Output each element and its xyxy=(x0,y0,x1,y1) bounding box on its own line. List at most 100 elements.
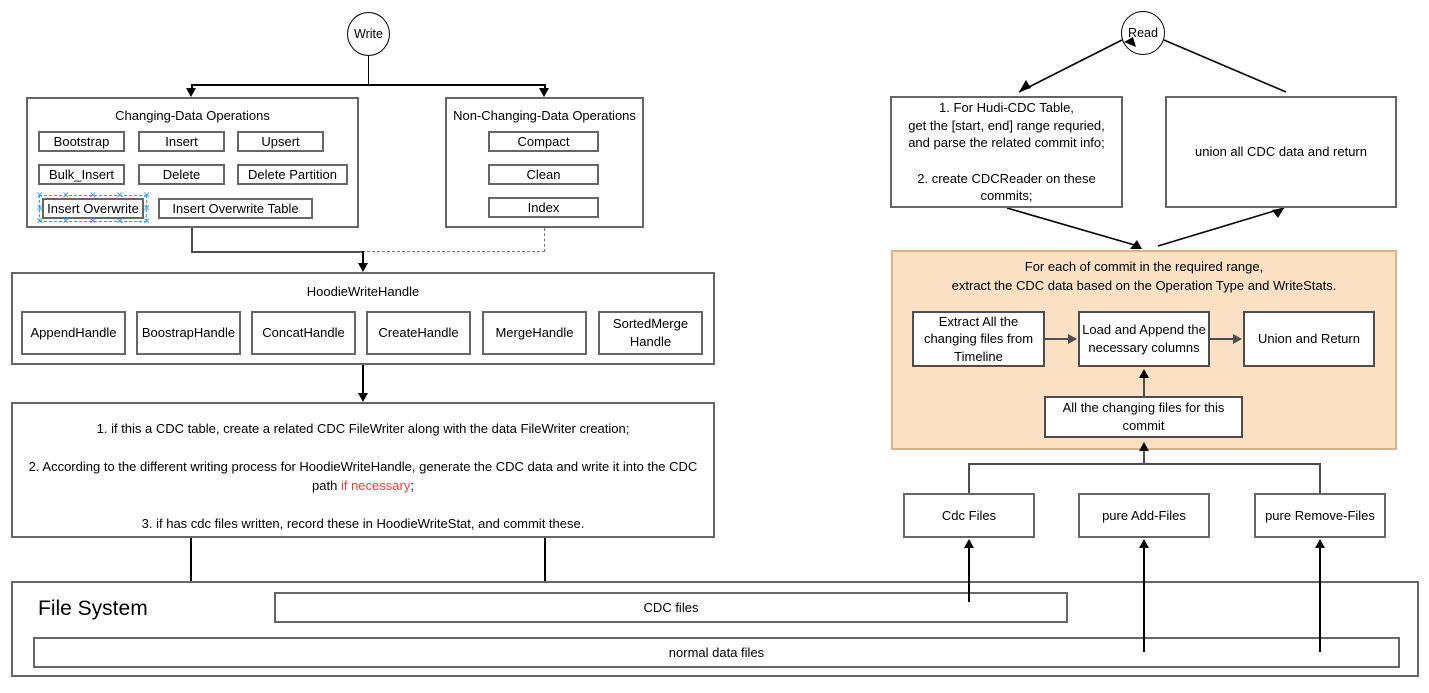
changing-data-operations-title: Changing-Data Operations xyxy=(115,108,270,123)
selection-handle-e[interactable]: ✕ xyxy=(143,203,151,213)
cdc-files-bar[interactable]: CDC files xyxy=(274,592,1068,623)
read-prepare-box[interactable]: 1. For Hudi-CDC Table, get the [start, e… xyxy=(890,96,1123,208)
bus-branch-remove-files xyxy=(1319,463,1321,493)
handle-create-label: CreateHandle xyxy=(378,325,459,341)
normal-data-files-bar-label: normal data files xyxy=(668,644,765,660)
prepare-to-panel-line xyxy=(1006,207,1139,247)
write-split-line xyxy=(191,84,544,86)
union-to-read-line xyxy=(1163,39,1287,93)
commit-files-to-load-arrow xyxy=(1139,369,1149,378)
cdc-write-step-2-highlight: if necessary xyxy=(340,478,411,493)
cdc-files-bar-label: CDC files xyxy=(643,599,699,615)
load-append-columns-label: Load and Append the necessary columns xyxy=(1082,322,1206,355)
pure-add-files-node-label: pure Add-Files xyxy=(1102,507,1186,523)
op-insert[interactable]: Insert xyxy=(138,131,225,152)
non-changing-group-join-dash xyxy=(362,251,545,252)
op-delete[interactable]: Delete xyxy=(138,164,225,185)
op-clean[interactable]: Clean xyxy=(488,164,599,185)
steps-to-cdc-files-line xyxy=(544,538,546,590)
add-files-feed-line xyxy=(1143,547,1145,652)
op-index-label: Index xyxy=(527,199,560,215)
op-bulk-insert[interactable]: Bulk_Insert xyxy=(38,164,125,185)
handle-concat[interactable]: ConcatHandle xyxy=(251,311,356,355)
handle-merge[interactable]: MergeHandle xyxy=(482,311,587,355)
op-upsert[interactable]: Upsert xyxy=(237,131,324,152)
cdc-files-node-label: Cdc Files xyxy=(941,507,997,523)
op-bootstrap[interactable]: Bootstrap xyxy=(38,131,125,152)
selection-handle-w[interactable]: ✕ xyxy=(36,203,44,213)
selection-handle-n3[interactable]: ✕ xyxy=(116,190,124,200)
selection-handle-nw[interactable]: ✕ xyxy=(36,190,44,200)
all-changing-files-commit-node[interactable]: All the changing files for this commit xyxy=(1044,396,1243,438)
cdc-write-step-2-suffix: ; xyxy=(410,478,414,493)
pure-add-files-node[interactable]: pure Add-Files xyxy=(1078,493,1210,538)
selection-handle-ne[interactable]: ✕ xyxy=(143,190,151,200)
union-and-return-node[interactable]: Union and Return xyxy=(1243,311,1375,367)
op-clean-label: Clean xyxy=(526,166,561,182)
op-insert-label: Insert xyxy=(165,133,198,149)
selection-handle-s2[interactable]: ✕ xyxy=(62,216,70,226)
handle-sorted-merge-label: SortedMerge Handle xyxy=(612,316,689,349)
selection-handle-s3[interactable]: ✕ xyxy=(116,216,124,226)
handle-concat-label: ConcatHandle xyxy=(262,325,345,341)
write-trunk-line xyxy=(367,56,370,85)
write-left-branch-arrow xyxy=(186,88,196,97)
panel-to-union-line xyxy=(1157,207,1285,247)
load-to-union-arrow xyxy=(1233,334,1242,344)
cdc-files-feed-line xyxy=(968,547,970,602)
read-to-prepare-line xyxy=(1018,39,1123,93)
op-upsert-label: Upsert xyxy=(261,133,300,149)
selection-handle-s[interactable]: ✕ xyxy=(89,216,97,226)
steps-in-line xyxy=(362,365,364,395)
handle-sorted-merge[interactable]: SortedMerge Handle xyxy=(598,311,703,355)
extract-to-load-arrow xyxy=(1068,334,1077,344)
pure-remove-files-node-label: pure Remove-Files xyxy=(1265,507,1375,523)
non-changing-group-out-dash xyxy=(544,228,545,252)
hoodie-handle-in-line xyxy=(362,251,364,265)
load-to-union-line xyxy=(1210,338,1234,340)
op-index[interactable]: Index xyxy=(488,197,599,218)
load-append-columns-node[interactable]: Load and Append the necessary columns xyxy=(1078,311,1210,367)
file-category-bus-line xyxy=(968,463,1320,465)
normal-data-files-bar[interactable]: normal data files xyxy=(33,637,1400,668)
op-bulk-insert-label: Bulk_Insert xyxy=(48,166,115,182)
panel-bottom-feed-arrow xyxy=(1139,442,1149,451)
changing-group-join-line xyxy=(191,251,363,253)
selection-handle-n2[interactable]: ✕ xyxy=(62,190,70,200)
selection-handle-n[interactable]: ✕ xyxy=(89,190,97,200)
op-delete-label: Delete xyxy=(162,166,201,182)
handle-boostrap[interactable]: BoostrapHandle xyxy=(136,311,241,355)
handle-boostrap-label: BoostrapHandle xyxy=(141,325,236,341)
read-union-box[interactable]: union all CDC data and return xyxy=(1165,96,1397,208)
op-bootstrap-label: Bootstrap xyxy=(53,133,110,149)
selection-handle-se[interactable]: ✕ xyxy=(143,216,151,226)
op-delete-partition[interactable]: Delete Partition xyxy=(237,164,348,185)
cdc-write-steps-box xyxy=(11,402,715,538)
read-prepare-text: 1. For Hudi-CDC Table, get the [start, e… xyxy=(908,100,1105,204)
cdc-files-node[interactable]: Cdc Files xyxy=(903,493,1035,538)
handle-create[interactable]: CreateHandle xyxy=(366,311,471,355)
prepare-to-panel-arrowhead xyxy=(1130,240,1142,249)
cdc-write-step-2-prefix: 2. According to the different writing pr… xyxy=(28,458,698,494)
write-start-node[interactable]: Write xyxy=(347,12,390,56)
write-start-label: Write xyxy=(354,27,383,41)
selection-handle-sw[interactable]: ✕ xyxy=(36,216,44,226)
hoodie-handle-in-arrow xyxy=(357,263,368,272)
changing-group-out-line xyxy=(191,228,193,253)
op-compact[interactable]: Compact xyxy=(488,131,599,152)
handle-append[interactable]: AppendHandle xyxy=(21,311,126,355)
op-insert-overwrite-table-label: Insert Overwrite Table xyxy=(172,200,299,216)
per-commit-panel-heading: For each of commit in the required range… xyxy=(951,259,1337,293)
op-insert-overwrite[interactable]: Insert Overwrite xyxy=(42,198,144,219)
extract-to-load-line xyxy=(1045,338,1069,340)
panel-bottom-feed-line xyxy=(1143,450,1145,463)
union-to-read-arrowhead xyxy=(1124,37,1136,47)
read-diagonal-arrowheads xyxy=(1019,37,1284,249)
pure-remove-files-node[interactable]: pure Remove-Files xyxy=(1254,493,1386,538)
op-insert-overwrite-table[interactable]: Insert Overwrite Table xyxy=(158,198,313,219)
read-start-node[interactable]: Read xyxy=(1121,11,1165,55)
extract-changing-files-node[interactable]: Extract All the changing files from Time… xyxy=(912,311,1045,367)
handle-append-label: AppendHandle xyxy=(30,325,117,341)
read-start-label: Read xyxy=(1128,26,1158,40)
